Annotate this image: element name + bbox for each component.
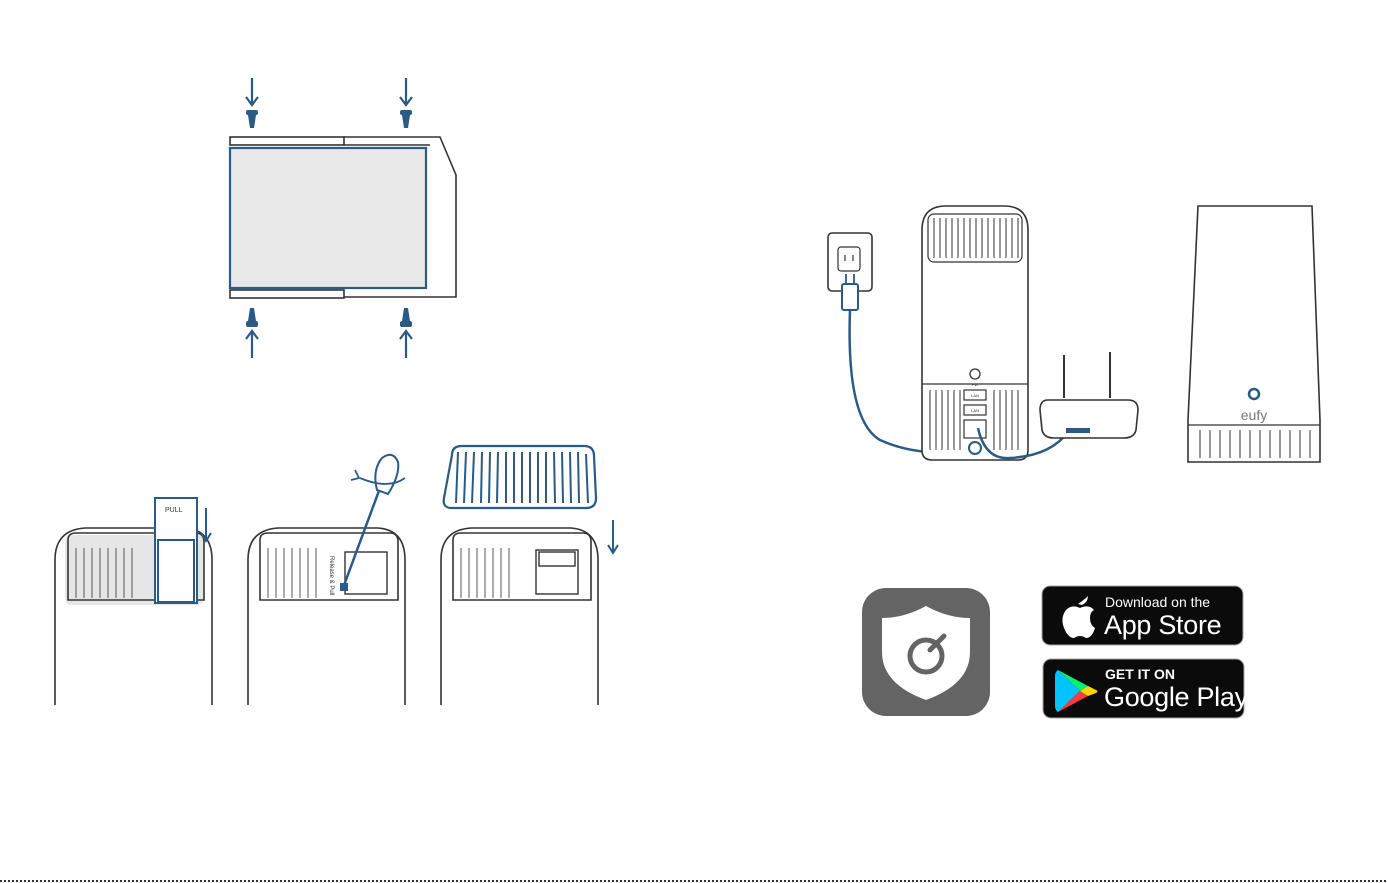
step-screwdriver: Release & Pull [248, 455, 405, 705]
pull-tab-label: PULL [165, 507, 183, 514]
vented-cover [444, 446, 596, 508]
mounting-panel-diagram [230, 78, 456, 358]
app-store-line2: App Store [1104, 610, 1221, 640]
google-play-line2: Google Play [1104, 682, 1249, 712]
app-store-line1: Download on the [1105, 594, 1210, 610]
homebase-front: eufy [1188, 206, 1320, 462]
step-attach-cover [441, 446, 618, 705]
arrow-down-icon [246, 78, 412, 105]
port-label: LAN [971, 393, 979, 398]
screwdriver-icon [340, 455, 405, 591]
step-insert-battery: PULL [55, 498, 212, 705]
wall-outlet-icon [828, 233, 872, 291]
arrow-down-icon [201, 508, 211, 541]
google-play-badge[interactable]: GET IT ON Google Play [1043, 659, 1249, 718]
eufy-security-shield-icon[interactable] [862, 588, 990, 716]
screw-icon [246, 308, 412, 327]
arrow-up-icon [246, 331, 412, 358]
release-label: Release & Pull [328, 556, 334, 595]
homebase-setup-diagram: PW LAN LAN eufy [828, 206, 1320, 462]
port-label: LAN [971, 408, 979, 413]
router-icon [1040, 352, 1138, 438]
eufy-logo: eufy [1241, 407, 1267, 423]
google-play-line1: GET IT ON [1105, 666, 1175, 682]
arrow-down-icon [608, 520, 618, 553]
power-label: PW [972, 382, 979, 387]
homebase-back: PW LAN LAN [922, 206, 1028, 460]
app-store-badge[interactable]: Download on the App Store [1042, 586, 1243, 645]
solar-panel [230, 148, 426, 288]
screw-icon [246, 110, 412, 128]
